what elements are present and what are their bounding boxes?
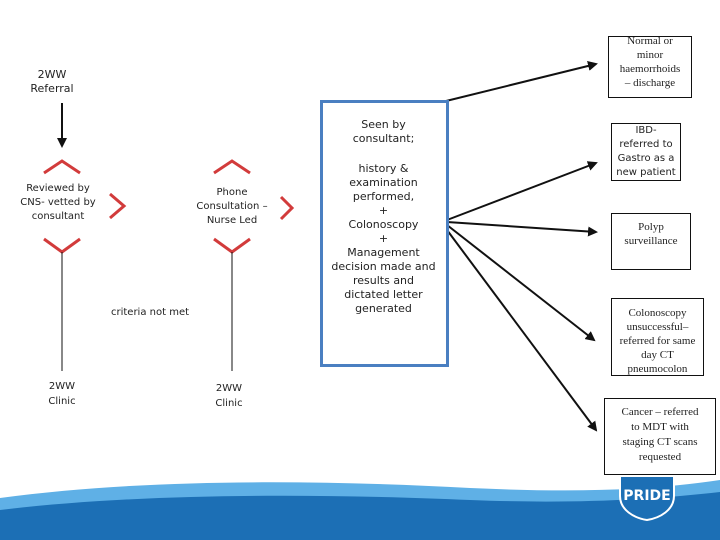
chevron-right-left-icon [109, 192, 127, 220]
svg-text:PRIDE: PRIDE [623, 488, 670, 504]
arrow-to-ibd [446, 161, 598, 221]
outcome-cancer-box [604, 398, 716, 475]
footer-wave [0, 480, 720, 540]
clinic-left-node: 2WW Clinic [48, 381, 76, 407]
pride-logo-icon: PRIDE [619, 475, 675, 522]
clinic-mid-node: 2WW Clinic [215, 383, 243, 409]
chevron-bottom-left-icon [43, 237, 81, 254]
outcome-normal-text: Normal or minor haemorrhoids – discharge [619, 35, 681, 89]
chevron-bottom-mid-icon [213, 237, 251, 254]
outcome-polyp-text: Polyp surveillance [624, 221, 678, 247]
arrow-to-normal [441, 61, 598, 103]
consultant-header: Seen by consultant; [352, 118, 415, 145]
arrow-to-polyp [446, 221, 598, 237]
consultant-body: history & examination performed, + Colon… [331, 162, 436, 315]
chevron-top-left-icon [43, 159, 81, 175]
outcome-normal-box [608, 36, 692, 98]
outcome-ibd-text: IBD- referred to Gastro as a new patient [616, 125, 676, 178]
outcome-cancer-text: Cancer – referred to MDT with staging CT… [621, 406, 699, 463]
criteria-not-met-label: criteria not met [110, 307, 190, 318]
outcome-polyp-box [611, 213, 691, 270]
outcome-ibd-box [611, 123, 681, 181]
phone-consultation-node: Phone Consultation – Nurse Led [196, 187, 268, 226]
chevron-top-mid-icon [213, 159, 251, 175]
chevron-right-mid-icon [279, 195, 295, 221]
arrow-to-unsuccessful [446, 224, 596, 342]
review-node: Reviewed by CNS- vetted by consultant [20, 183, 96, 222]
outcome-unsuccessful-box [611, 298, 704, 376]
arrow-to-cancer [446, 229, 598, 432]
consultant-box [320, 100, 449, 367]
referral-node: 2WW Referral [30, 68, 74, 95]
outcome-unsuccessful-text: Colonoscopy unsuccessful– referred for s… [619, 307, 696, 375]
